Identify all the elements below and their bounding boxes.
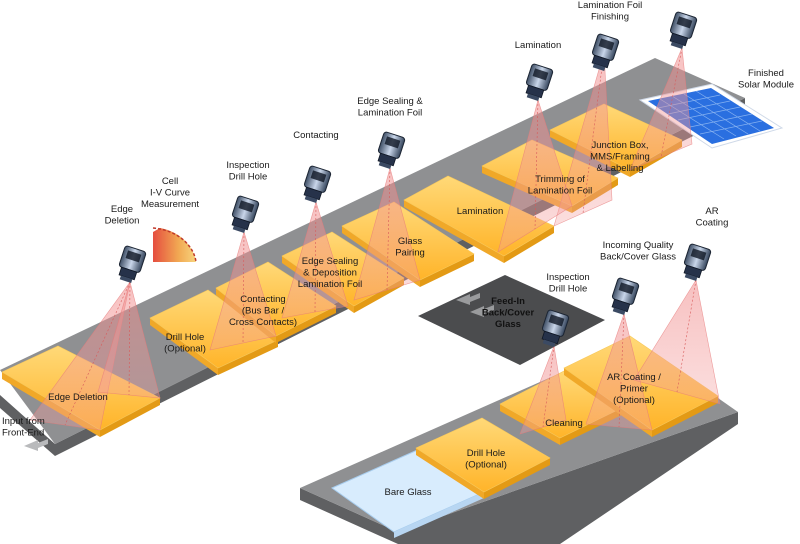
junction-box-label: Junction Box,MMS/Framing& Labelling <box>590 140 650 174</box>
inspection-beam-extra-0-axis <box>582 51 605 214</box>
inspection-contacting-beam <box>281 200 349 319</box>
contacting-process-label: Contacting(Bus Bar /Cross Contacts) <box>229 294 297 328</box>
inspection-edge-deletion-beam-axis <box>128 281 131 396</box>
inspection-branch-drill-hole-camera <box>541 309 570 347</box>
edge-deletion-station-side <box>100 398 160 437</box>
inspection-camera-extra <box>591 33 620 71</box>
inspection-cameras <box>118 11 712 347</box>
drill-hole-optional-branch-label: Drill Hole(Optional) <box>465 448 507 471</box>
inspection-edge-sealing-camera <box>377 131 406 169</box>
inspection-contacting-label: Contacting <box>293 130 338 141</box>
inspection-lamination-foil-finishing-camera <box>669 11 698 49</box>
inspection-drill-hole-beam <box>209 230 277 351</box>
drill-hole-optional-branch-station-side <box>484 458 550 499</box>
drill-hole-optional-main-station-front <box>150 318 218 375</box>
inspection-beam-extra-0 <box>553 51 613 227</box>
inspection-incoming-quality-beam-axis <box>618 313 625 428</box>
cleaning-label: Cleaning <box>545 418 583 429</box>
inspection-drill-hole-beam-axis <box>242 231 245 344</box>
inspection-edge-sealing-beam-axis <box>386 167 391 291</box>
drill-hole-optional-branch-station-front <box>416 448 484 499</box>
inspection-branch-drill-hole-beam-axis <box>542 345 555 428</box>
bare-glass-label: Bare Glass <box>385 487 432 498</box>
inspection-lamination-camera <box>525 63 554 101</box>
drill-hole-optional-main-label: Drill Hole(Optional) <box>164 332 206 355</box>
inspection-edge-deletion-camera <box>118 245 147 283</box>
inspection-lamination-label: Lamination <box>515 40 561 51</box>
lamination-process-station-front <box>404 200 504 263</box>
lamination-process-label: Lamination <box>457 206 503 217</box>
inspection-ar-coating-beam-axis <box>676 279 697 393</box>
inspection-contacting-camera <box>303 165 332 203</box>
glass-pairing-station-side <box>420 254 474 287</box>
iv-curve-icon <box>152 227 197 263</box>
inspection-drill-hole-camera <box>231 195 260 233</box>
inspection-edge-sealing-beam <box>353 166 421 301</box>
drill-hole-optional-main-station-side <box>218 340 278 375</box>
ar-coating-primer-label: AR Coating /Primer(Optional) <box>607 372 661 406</box>
ar-coating-primer-station-side <box>652 396 718 437</box>
inspection-lamination-foil-finishing-beam-axis <box>660 47 683 158</box>
contacting-process-station-side <box>276 306 336 343</box>
drill-hole-optional-branch-station <box>415 417 551 493</box>
inspection-edge-sealing-label: Edge Sealing &Lamination Foil <box>357 96 423 119</box>
input-arrow <box>24 439 48 451</box>
inspection-beams <box>29 46 721 435</box>
feed-in-arrows <box>456 293 494 317</box>
edge-deletion-label: Edge Deletion <box>48 392 108 403</box>
inspection-incoming-quality-camera <box>611 277 640 315</box>
inspection-lamination-foil-finishing-beam <box>629 46 693 171</box>
branch-belt-side <box>300 412 738 544</box>
inspection-lamination-beam-axis <box>534 99 539 230</box>
lamination-process-station-side <box>504 226 554 263</box>
inspection-ar-coating-camera <box>683 243 712 281</box>
